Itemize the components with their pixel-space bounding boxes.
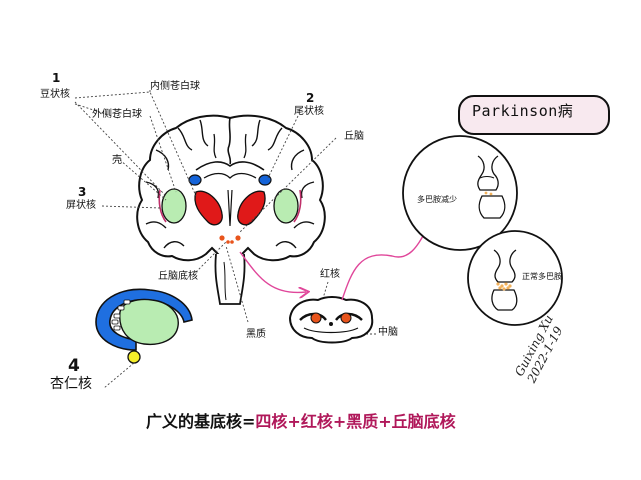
basal-ganglia-formula: 广义的基底核=四核+红核+黑质+丘脑底核 <box>146 414 456 430</box>
brainstem <box>214 253 246 305</box>
synapse-icon-normal <box>467 230 563 326</box>
putamen-left <box>161 188 187 224</box>
red-nucleus-left <box>310 312 322 324</box>
label-midbrain: 中脑 <box>378 327 398 338</box>
label-claustrum: 屏状核 <box>66 200 96 211</box>
label-putamen: 壳 <box>112 155 122 166</box>
label-number-2: 2 <box>306 91 315 105</box>
label-dopamine-reduced: 多巴胺减少 <box>417 195 457 204</box>
red-nucleus-right <box>340 312 352 324</box>
leader-lines <box>74 88 376 335</box>
label-subthalamic-nucleus: 丘脑底核 <box>158 271 198 282</box>
brain-outline <box>136 114 326 270</box>
amygdala-illustration <box>95 288 193 389</box>
title-badge-text: Parkinson病 <box>472 104 573 119</box>
label-number-1: 1 <box>52 71 61 85</box>
label-inner-globus-pallidus: 内侧苍白球 <box>150 81 200 92</box>
label-number-4: 4 <box>68 356 80 376</box>
globus-pallidus-right <box>237 190 266 226</box>
title-badge <box>458 95 610 135</box>
caudate-left <box>188 174 202 186</box>
caudate-right <box>258 174 272 186</box>
label-number-3: 3 <box>78 185 87 199</box>
synapse-icon-reduced <box>402 135 518 251</box>
midbrain-outline <box>288 296 374 344</box>
label-amygdala: 杏仁核 <box>50 376 92 392</box>
arrow-icon <box>239 224 430 301</box>
label-red-nucleus: 红核 <box>320 269 340 280</box>
formula-rhs: 四核+红核+黑质+丘脑底核 <box>255 412 456 431</box>
amygdala-dot <box>127 350 141 364</box>
label-thalamus: 丘脑 <box>344 131 364 142</box>
label-caudate-nucleus: 尾状核 <box>294 106 324 117</box>
formula-lhs: 广义的基底核= <box>146 412 256 431</box>
label-outer-globus-pallidus: 外侧苍白球 <box>92 109 142 120</box>
midbrain-section <box>288 296 374 344</box>
hippocampus-c-shape <box>95 288 193 351</box>
label-substantia-nigra: 黑质 <box>246 329 266 340</box>
putamen-right <box>273 188 299 224</box>
brain-coronal-section <box>136 114 326 305</box>
label-dopamine-normal: 正常多巴胺 <box>522 272 562 281</box>
title-suffix: 病 <box>557 102 574 120</box>
putamen-3d <box>119 298 179 346</box>
title-word: Parkinson <box>472 102 558 120</box>
label-lentiform-nucleus: 豆状核 <box>40 89 70 100</box>
globus-pallidus-left <box>194 190 223 226</box>
